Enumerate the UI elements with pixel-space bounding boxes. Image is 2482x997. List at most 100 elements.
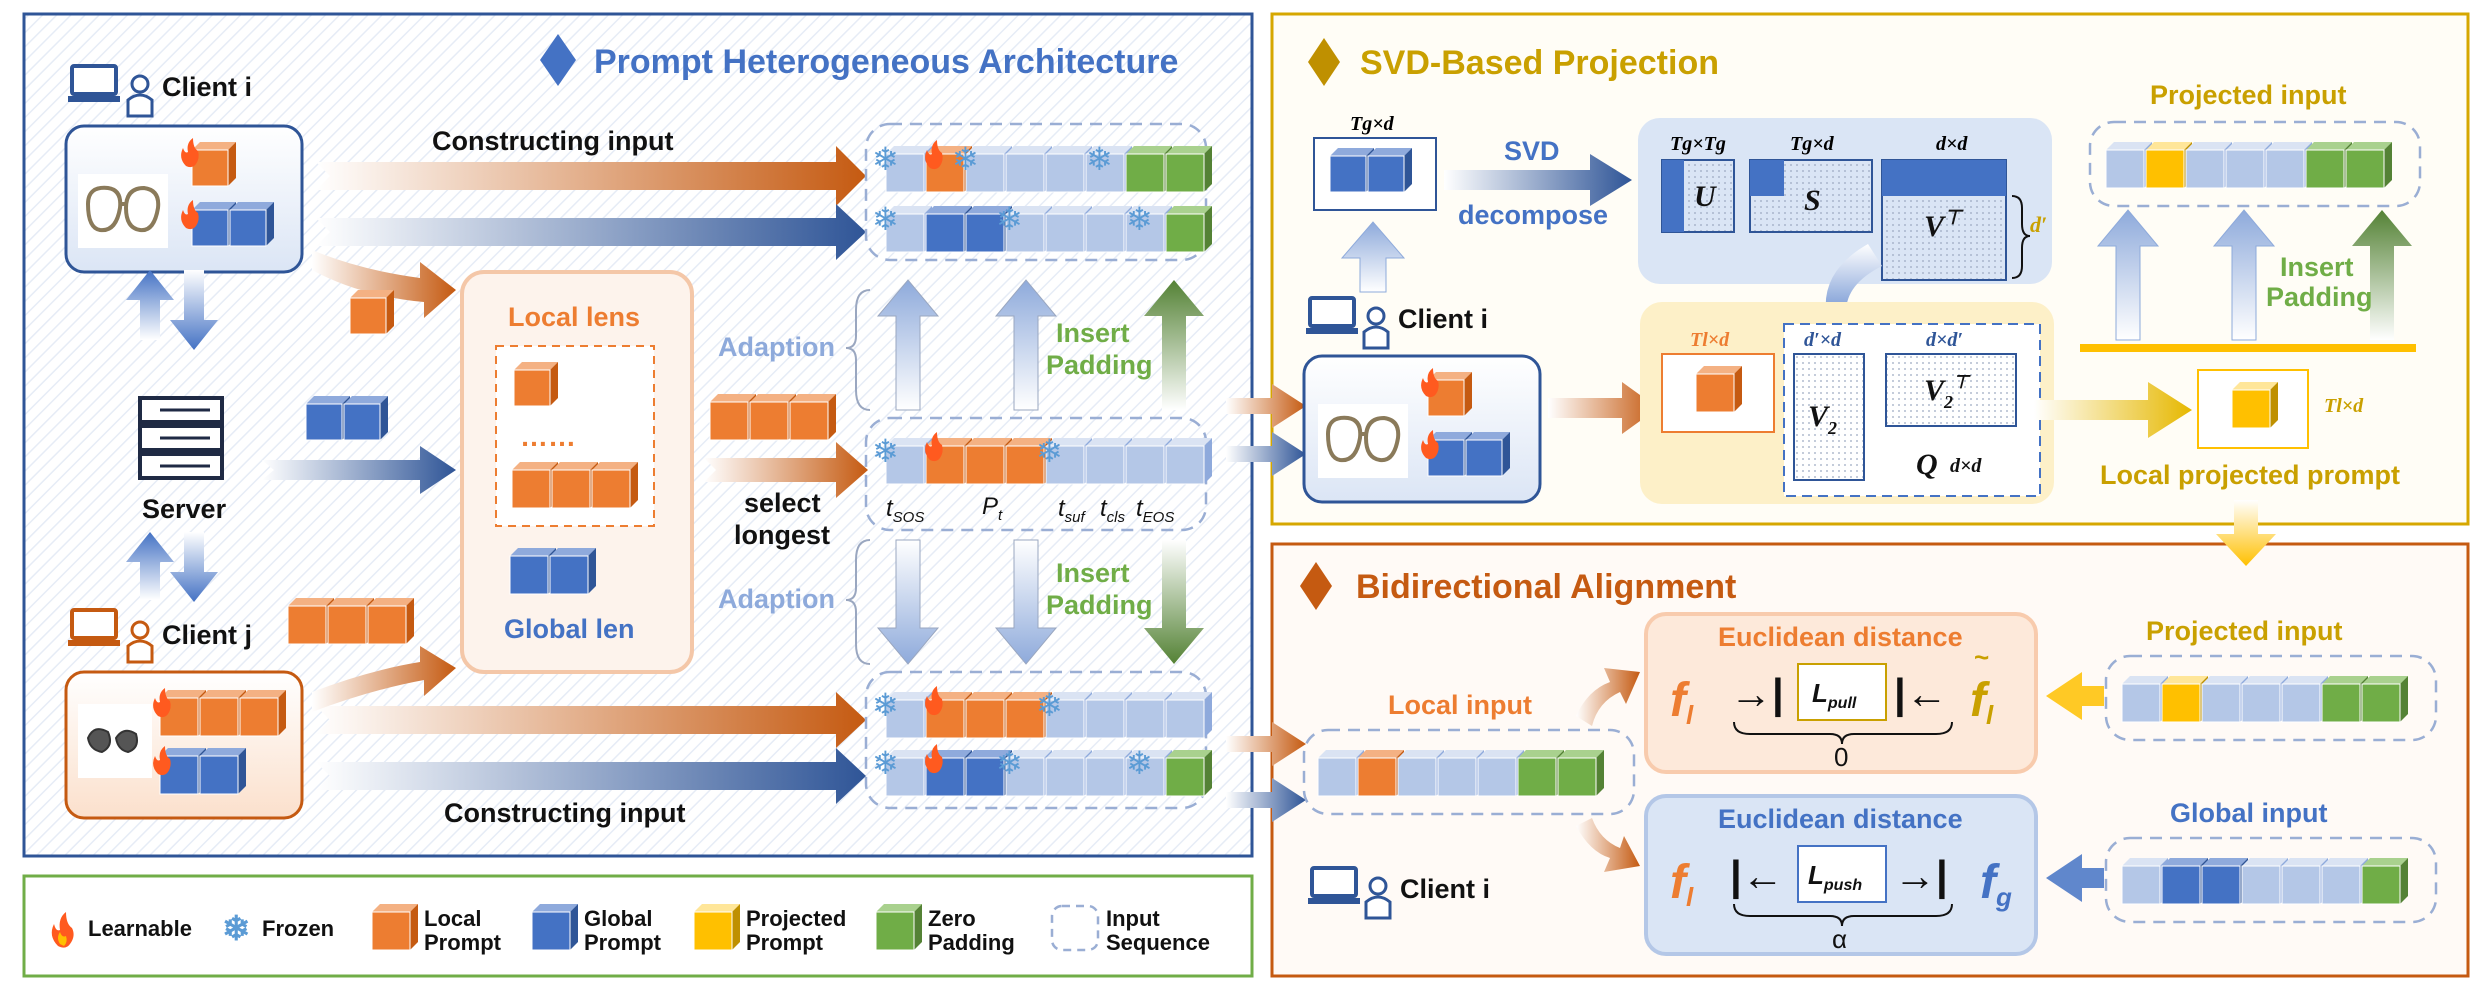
- sequence-token: [965, 692, 1012, 739]
- f-g-push: fg: [1980, 856, 2012, 912]
- sequence-token: [2161, 676, 2208, 723]
- pha-title: Prompt Heterogeneous Architecture: [594, 43, 1178, 81]
- sequence-token: [2305, 142, 2352, 189]
- vt-matrix-fill: [1882, 160, 2006, 196]
- legend-projected-cube: [693, 904, 740, 951]
- padding-bottom-label: Padding: [1046, 590, 1153, 620]
- svg-text:Pt: Pt: [982, 493, 1003, 524]
- s-matrix-fill: [1750, 160, 1784, 196]
- global-prompt-cube: [191, 202, 236, 247]
- local-lens-dots: ……: [520, 421, 576, 452]
- svg-text:Zero: Zero: [928, 906, 976, 931]
- vt-label: V⊤: [1924, 207, 1964, 243]
- snowflake-icon: ❄: [1086, 141, 1113, 177]
- pha-to-ba-arrow: [1226, 722, 1306, 766]
- snowflake-icon: ❄: [872, 745, 899, 781]
- diamond-icon: [540, 34, 576, 86]
- flame-icon: [1421, 430, 1439, 460]
- svg-text:Padding: Padding: [928, 930, 1015, 955]
- sequence-token: [1045, 750, 1092, 797]
- adaption-bottom-label: Adaption: [718, 584, 835, 614]
- u-matrix-fill: [1662, 160, 1684, 232]
- pull-arrow-left: →|: [1730, 670, 1784, 718]
- f-l-push: fl: [1670, 856, 1694, 912]
- server-to-client-arrow: [126, 532, 174, 600]
- to-local-projected-arrow: [2034, 382, 2192, 438]
- snowflake-icon: ❄: [1036, 687, 1063, 723]
- svg-text:Prompt: Prompt: [746, 930, 824, 955]
- projected-to-pull-arrow: [2046, 672, 2104, 720]
- diamond-icon: [1308, 38, 1340, 86]
- ba-title: Bidirectional Alignment: [1356, 568, 1736, 606]
- token-labels: tSOS Pt tsuf tcls tEOS: [886, 493, 1174, 526]
- svg-text:Learnable: Learnable: [88, 916, 192, 941]
- local-prompt-cube: [239, 690, 286, 737]
- snowflake-icon: ❄: [996, 745, 1023, 781]
- snowflake-icon: ❄: [872, 687, 899, 723]
- local-to-pull-arrow: [1576, 668, 1640, 726]
- laptop-icon: [68, 608, 120, 646]
- input-sequence-frame: [864, 670, 1208, 810]
- up-to-tg-arrow: [1340, 221, 1406, 293]
- prompt-tokens: ❄❄❄❄❄❄❄❄❄❄❄❄❄: [153, 138, 2408, 951]
- legend-panel: [22, 874, 1254, 978]
- sequence-token: [2201, 676, 2248, 723]
- alpha-brace: [1733, 903, 1953, 927]
- input-sequence-frame: [864, 122, 1208, 262]
- s-label: S: [1804, 184, 1821, 217]
- sequence-token: [2201, 858, 2248, 905]
- to-local-lens-arrow: [262, 446, 456, 494]
- svd-arrow: [1444, 154, 1632, 206]
- local-prompt-cube: [789, 394, 836, 441]
- local-prompt-cube: [287, 598, 334, 645]
- sequence-token: [1005, 146, 1052, 193]
- global-prompt-cube: [1367, 148, 1412, 193]
- sequence-token: [2241, 676, 2288, 723]
- tg-d-label: Tg×d: [1350, 113, 1395, 135]
- decompose-label: decompose: [1458, 200, 1608, 230]
- global-prompt-cube: [229, 202, 274, 247]
- snowflake-icon: ❄: [872, 433, 899, 469]
- glasses-icon: [78, 174, 168, 248]
- legend: Learnable ❄ Frozen Local Prompt Global P…: [51, 904, 1210, 955]
- sequence-token: [1125, 438, 1172, 485]
- flame-icon: [153, 746, 171, 776]
- sequence-token: [1165, 146, 1212, 193]
- local-prompt-cube: [749, 394, 796, 441]
- sequence-token: [2121, 858, 2168, 905]
- up-arrow: [2352, 210, 2412, 340]
- flame-icon: [925, 686, 943, 716]
- lpull-label: Lpull: [1812, 678, 1857, 712]
- lpush-box: [1797, 845, 1887, 903]
- svd-client-i-label: Client i: [1398, 304, 1488, 334]
- user-icon: [126, 74, 154, 118]
- client-to-server-arrow: [170, 270, 218, 350]
- lpull-box: [1797, 663, 1887, 721]
- f-l-pull: fl: [1670, 674, 1694, 730]
- sequence-token: [1557, 750, 1604, 797]
- laptop-icon: [68, 64, 120, 102]
- insert-top-label: Insert: [1056, 318, 1130, 348]
- sequence-token: [1437, 750, 1484, 797]
- flame-icon: [181, 138, 199, 168]
- server-to-client-arrow: [126, 270, 174, 340]
- pull-arrow-right: |←: [1894, 670, 1948, 718]
- legend-zero-cube: [875, 904, 922, 951]
- local-input-label: Local input: [1388, 690, 1532, 720]
- sequence-token: [2265, 142, 2312, 189]
- q-dim-label: d×d: [1950, 455, 1982, 477]
- sequence-token: [1317, 750, 1364, 797]
- sequence-token: [1165, 692, 1212, 739]
- sequence-token: [1045, 206, 1092, 253]
- sequence-token: [2281, 676, 2328, 723]
- flame-icon: [925, 744, 943, 774]
- up-arrow: [2212, 209, 2276, 341]
- sequence-token: [1165, 750, 1212, 797]
- snowflake-icon: ❄: [1036, 433, 1063, 469]
- zero-brace: [1733, 721, 1953, 745]
- alpha-label: α: [1832, 924, 1847, 954]
- sequence-token: [2321, 858, 2368, 905]
- dprime-label: d′: [2030, 212, 2047, 237]
- sequence-token: [1085, 438, 1132, 485]
- global-prompt-cube: [1329, 148, 1374, 193]
